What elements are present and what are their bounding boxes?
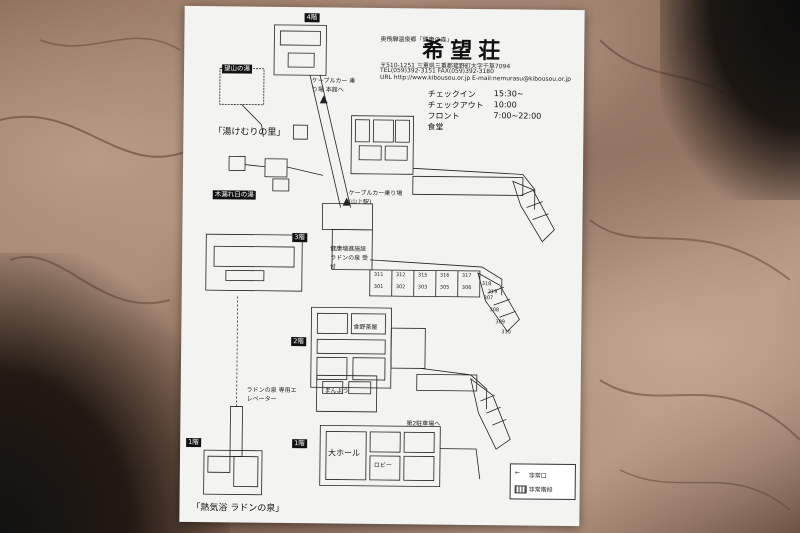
exit-arrow-icon: ←: [514, 469, 520, 477]
checkin-value: 15:30~: [493, 89, 524, 99]
checkout-value: 10:00: [493, 100, 517, 110]
bath-sign: 「湯けむりの里」: [213, 127, 286, 138]
room-number: 315: [417, 272, 428, 279]
legend-box: ← 非常口 非常階段: [509, 463, 576, 501]
room-number: 306: [461, 284, 472, 291]
subtitle: 奥飛騨温泉郷「健康の森」: [380, 35, 453, 44]
restaurant-label: 食野茶屋: [353, 323, 378, 331]
hall-label: 大ホール: [327, 448, 361, 458]
stairs-icon: [514, 485, 527, 494]
shadow-right: [660, 0, 800, 200]
room-number: 308: [489, 307, 500, 314]
front-label: フロント: [427, 111, 460, 121]
floor-4-label: 4階: [304, 13, 320, 23]
floor-map: [203, 24, 555, 496]
dining-label: 食堂: [427, 122, 444, 132]
elevator-label: ラドンの泉 専用エレベーター: [246, 386, 297, 403]
legend-exit: 非常口: [528, 472, 547, 480]
room-number: 305: [439, 284, 450, 291]
parking-label: 第2駐車場へ: [406, 420, 441, 428]
room-number: 310: [501, 329, 511, 336]
kibiyo-bath-label: 木漏れ日の湯: [212, 190, 256, 200]
checkin-label: チェックイン: [427, 89, 476, 99]
room-number: 309: [495, 319, 505, 326]
room-number: 317: [461, 272, 472, 279]
mountain-bath-label: 望山の湯: [222, 64, 253, 74]
room-number: 307: [483, 295, 494, 302]
room-number: 302: [395, 284, 406, 291]
floor-1-main-label: 1階: [292, 439, 307, 449]
room-number: 319: [487, 289, 498, 296]
floor-1-left-label: 1階: [186, 437, 201, 448]
health-room-label: 健康増進施設 ラドンの泉 受付: [329, 245, 369, 271]
legend-stairs: 非常階段: [528, 486, 553, 494]
front-value: 7:00~22:00: [493, 111, 542, 121]
room-number: 316: [439, 272, 450, 279]
room-number: 312: [395, 272, 406, 279]
lobby-label: ロビー: [373, 461, 392, 470]
floor-2-label: 2階: [291, 337, 306, 347]
room-number: 311: [373, 271, 384, 279]
room-number: 303: [417, 284, 428, 291]
floor-guide-sheet: 希望荘 奥飛騨温泉郷「健康の森」 〒510-1251 三重県三重郡菰野町大字千草…: [179, 5, 585, 527]
room-number: 318: [481, 281, 492, 288]
floor-3-label: 3階: [292, 233, 307, 243]
checkout-label: チェックアウト: [427, 100, 484, 111]
cablecar-top-label: ケーブルカー 乗り場 本館へ: [311, 77, 356, 94]
room-number: 301: [373, 283, 384, 291]
cablecar-bottom-label: ケーブルカー乗り場 (山上駅): [348, 189, 403, 206]
manyo-label: まんよう: [324, 387, 349, 395]
radon-bath-label: 「熱気浴 ラドンの泉」: [191, 503, 285, 514]
